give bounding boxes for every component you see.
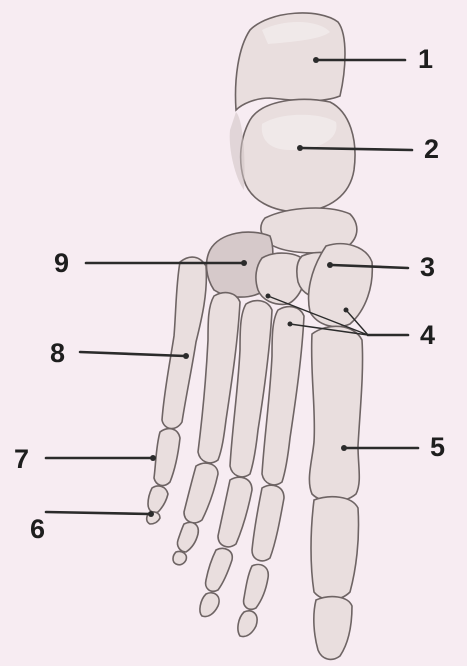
label-9: 9: [54, 250, 69, 277]
proximal-phalanx-3: [218, 477, 252, 547]
metatarsal-1-bone: [309, 326, 362, 501]
label-7: 7: [14, 446, 29, 473]
distal-phalanx-3: [200, 593, 219, 617]
middle-phalanx-3: [206, 548, 233, 591]
proximal-phalanx-1: [311, 497, 359, 600]
label-3: 3: [420, 254, 435, 281]
proximal-phalanx-2: [252, 485, 284, 561]
distal-phalanx-1: [314, 597, 352, 660]
distal-phalanx-4: [173, 551, 186, 564]
middle-phalanx-4: [177, 522, 198, 552]
label-5: 5: [430, 434, 445, 461]
leader-line-8: [80, 352, 185, 356]
distal-phalanx-2: [238, 611, 257, 637]
leader-line-6: [46, 512, 150, 514]
middle-phalanx-2: [244, 565, 269, 610]
label-6: 6: [30, 516, 45, 543]
label-1: 1: [418, 46, 433, 73]
proximal-phalanx-5: [154, 429, 180, 486]
proximal-phalanx-4: [184, 463, 218, 523]
metatarsal-5-bone: [162, 257, 206, 429]
label-2: 2: [424, 136, 439, 163]
label-8: 8: [50, 340, 65, 367]
middle-phalanx-5: [148, 486, 168, 513]
label-4: 4: [420, 322, 435, 349]
